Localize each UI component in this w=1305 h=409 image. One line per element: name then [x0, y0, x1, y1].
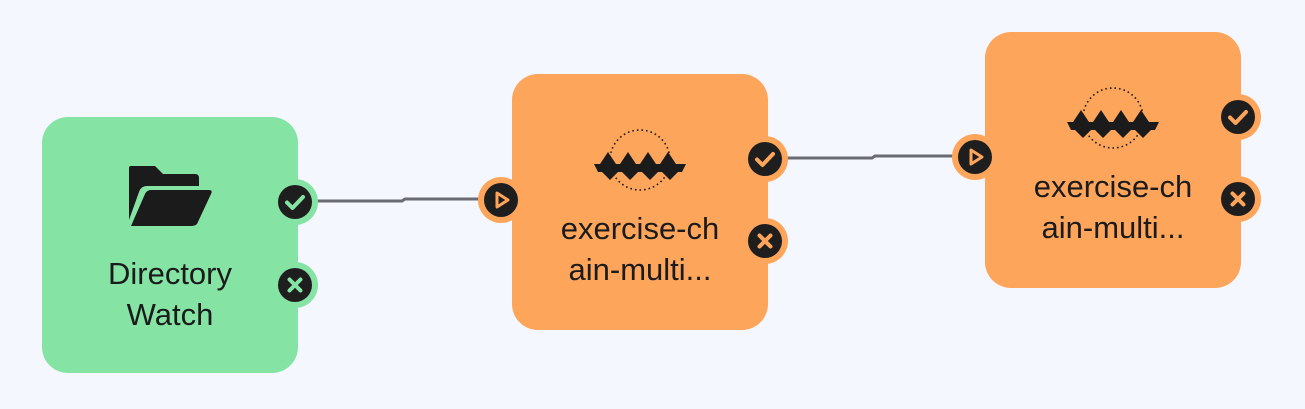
check-circle-icon	[748, 142, 782, 176]
success-port[interactable]	[742, 136, 788, 182]
play-circle-icon	[958, 140, 992, 174]
check-circle-icon	[278, 185, 312, 219]
folder-open-icon	[127, 164, 213, 230]
node-label: exercise-ch ain-multi...	[1033, 169, 1193, 245]
node-label: exercise-ch ain-multi...	[560, 211, 720, 287]
connector-directory-watch-to-fme-1[interactable]	[316, 197, 488, 203]
success-port[interactable]	[1215, 94, 1261, 140]
x-circle-icon	[278, 268, 312, 302]
fme-logo-icon	[590, 128, 690, 198]
node-label: Directory Watch	[107, 256, 232, 332]
x-circle-icon	[1221, 182, 1255, 216]
fme-logo-icon	[1063, 86, 1163, 156]
node-directory-watch[interactable]: Directory Watch	[42, 117, 298, 373]
input-port[interactable]	[478, 177, 524, 223]
connector-fme-1-to-fme-2[interactable]	[786, 154, 962, 160]
success-port[interactable]	[272, 179, 318, 225]
failure-port[interactable]	[1215, 176, 1261, 222]
play-circle-icon	[484, 183, 518, 217]
check-circle-icon	[1221, 100, 1255, 134]
failure-port[interactable]	[742, 218, 788, 264]
input-port[interactable]	[952, 134, 998, 180]
node-fme-workspace-1[interactable]: exercise-ch ain-multi...	[512, 74, 768, 330]
failure-port[interactable]	[272, 262, 318, 308]
x-circle-icon	[748, 224, 782, 258]
node-fme-workspace-2[interactable]: exercise-ch ain-multi...	[985, 32, 1241, 288]
